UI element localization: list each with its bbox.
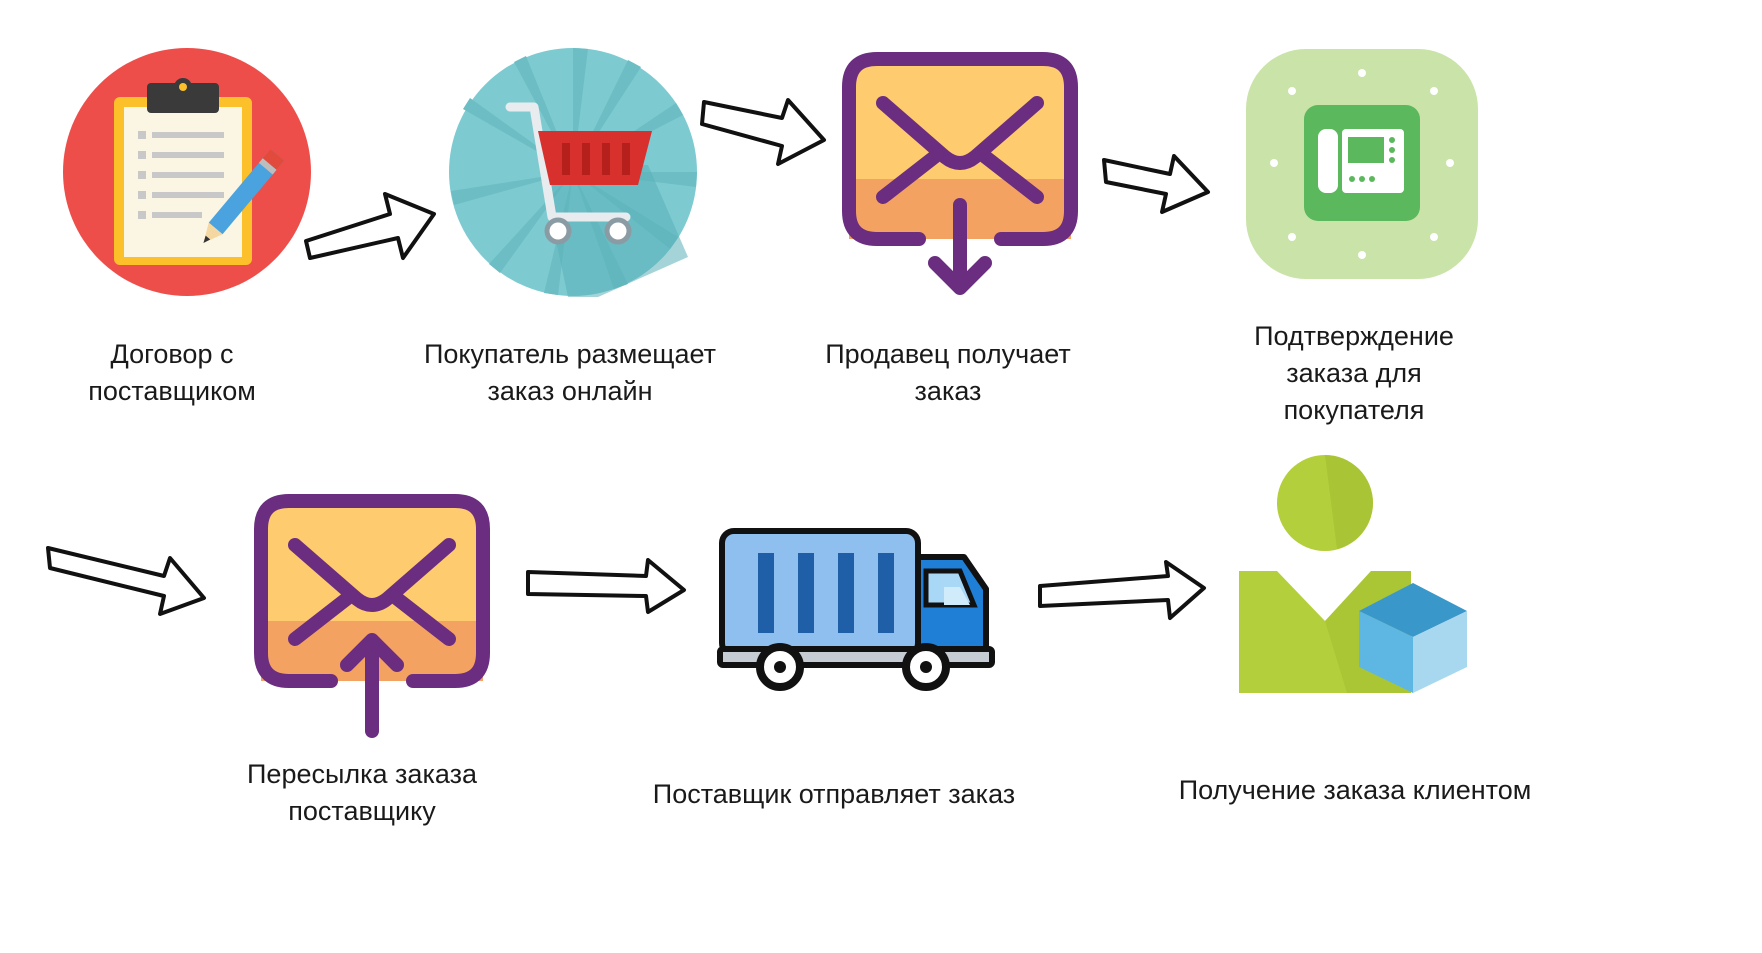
shopping-cart-icon — [449, 48, 697, 297]
step-label-contract: Договор с поставщиком — [88, 339, 256, 406]
delivery-truck-icon — [717, 528, 995, 691]
telephone-icon — [1246, 49, 1478, 279]
step-label-seller-receives-order: Продавец получает заказ — [825, 339, 1071, 406]
arrow-step5-to-step6 — [526, 558, 686, 614]
arrow-to-step5 — [46, 546, 206, 616]
envelope-download-icon — [842, 52, 1078, 295]
arrow-step2-to-step3 — [700, 98, 826, 166]
arrow-step3-to-step4 — [1102, 154, 1210, 214]
step-label-order-confirmation: Подтверждение заказа для покупателя — [1254, 321, 1454, 425]
step-label-forward-to-supplier: Пересылка заказа поставщику — [247, 759, 477, 826]
step-label-supplier-ships: Поставщик отправляет заказ — [652, 779, 1016, 809]
step-label-customer-receives: Получение заказа клиентом — [1178, 775, 1532, 805]
arrow-step1-to-step2 — [304, 192, 436, 260]
envelope-upload-icon — [254, 494, 490, 738]
arrow-step6-to-step7 — [1038, 560, 1206, 620]
clipboard-contract-icon — [63, 48, 311, 296]
customer-package-icon — [1239, 455, 1467, 693]
step-label-buyer-places-order: Покупатель размещает заказ онлайн — [424, 339, 716, 406]
